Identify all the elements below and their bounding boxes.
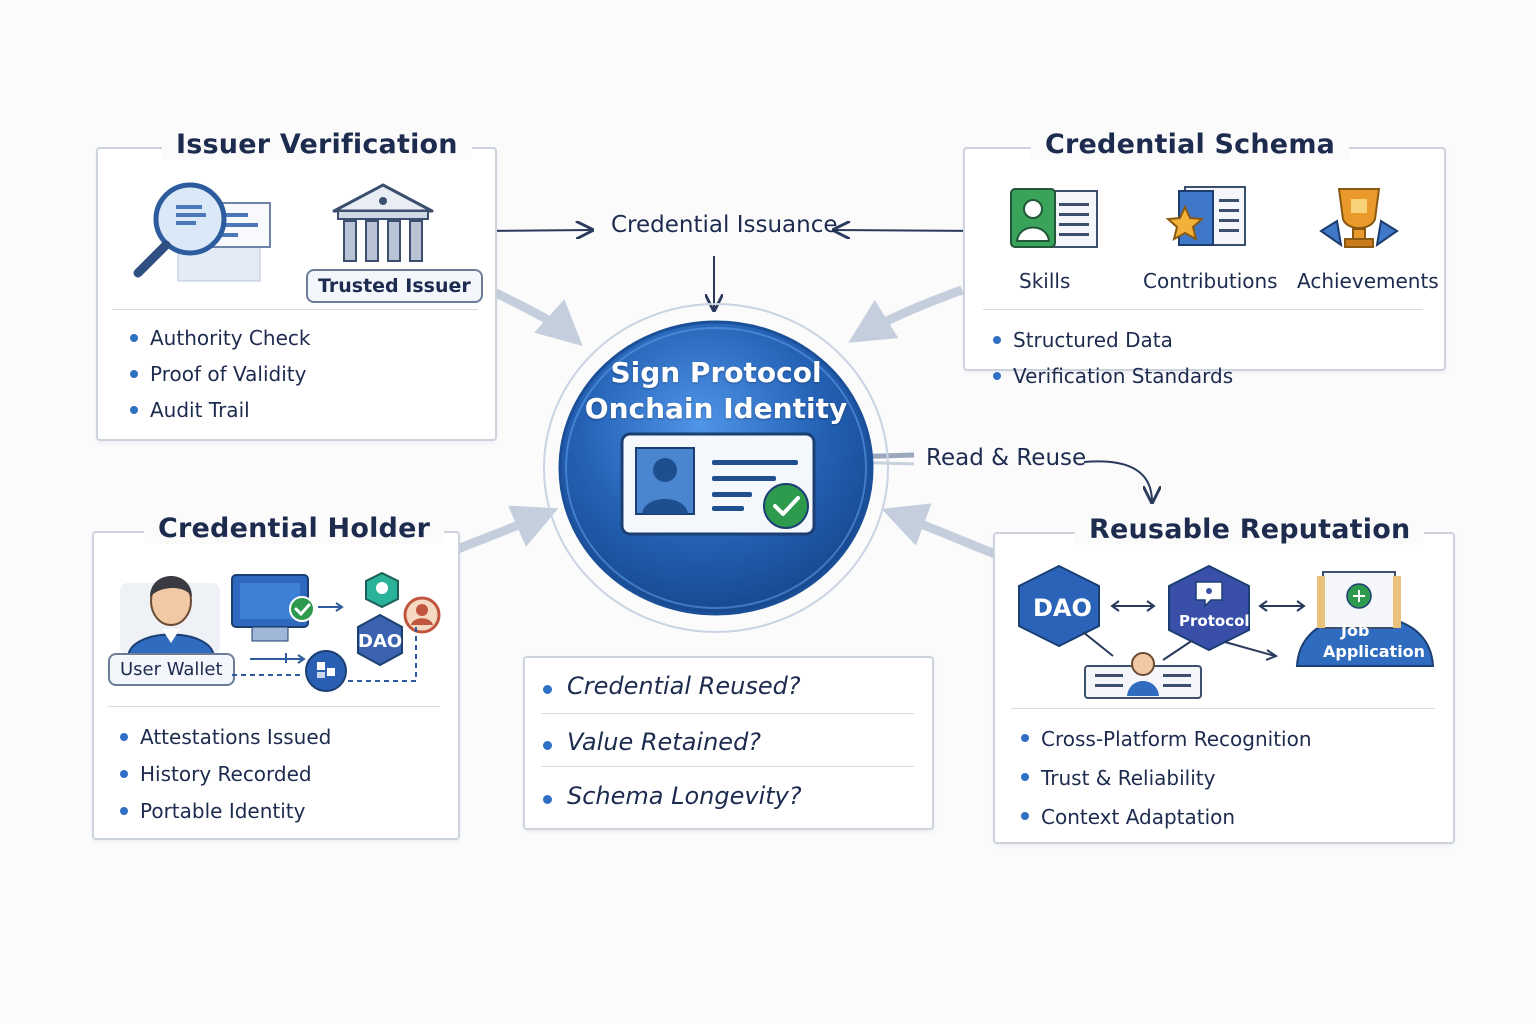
- list-item: Audit Trail: [128, 392, 310, 428]
- schema-divider: [983, 309, 1423, 310]
- user-wallet-tag: User Wallet: [108, 653, 235, 686]
- trophy-icon: [1319, 188, 1399, 248]
- credential-schema-title: Credential Schema: [1031, 129, 1350, 160]
- profile-card-icon: [1010, 188, 1098, 248]
- reputation-protocol-label: Protocol: [1179, 612, 1250, 630]
- list-item: Structured Data: [991, 322, 1173, 358]
- schema-item-contributions: Contributions: [1143, 269, 1278, 293]
- job-label-line1: Job: [1341, 621, 1370, 640]
- reputation-network-icon: [1018, 564, 1435, 699]
- question-bullet: [543, 795, 552, 804]
- holder-divider: [108, 706, 440, 707]
- user-avatar-icon: [120, 576, 220, 658]
- question-bullet: [543, 685, 552, 694]
- schema-bullets: Structured Data Verification Standards: [991, 322, 1444, 394]
- hub-title-line1: Sign Protocol: [610, 356, 822, 389]
- schema-item-skills: Skills: [1019, 269, 1071, 293]
- list-item: Portable Identity: [118, 793, 331, 830]
- question-divider: [541, 713, 914, 714]
- list-item: Cross-Platform Recognition: [1019, 720, 1312, 759]
- credential-holder-panel: Credential Holder User Wallet DAO Attes: [92, 513, 460, 840]
- trusted-issuer-tag: Trusted Issuer: [306, 269, 483, 303]
- question-bullet: [543, 741, 552, 750]
- identity-hub[interactable]: Sign Protocol Onchain Identity: [540, 300, 892, 636]
- credential-schema-panel: Credential Schema Skills Contributions A…: [963, 129, 1446, 388]
- issuer-verification-title: Issuer Verification: [162, 129, 472, 160]
- reusable-reputation-title: Reusable Reputation: [1075, 514, 1425, 545]
- question-schema-longevity: Schema Longevity?: [567, 782, 802, 810]
- schema-to-issuance-arrow: [834, 230, 985, 231]
- reputation-to-hub-arrow: [881, 503, 1002, 561]
- id-card-icon: [620, 432, 816, 536]
- question-divider: [541, 766, 914, 767]
- list-item: Authority Check: [128, 320, 310, 356]
- job-label-line2: Application: [1323, 642, 1426, 661]
- star-document-icon: [1165, 186, 1246, 246]
- list-item: Verification Standards: [991, 358, 1233, 394]
- list-item: Context Adaptation: [1019, 798, 1312, 837]
- holder-bullets: Attestations Issued History Recorded Por…: [118, 719, 331, 830]
- reputation-bullets: Cross-Platform Recognition Trust & Relia…: [1019, 720, 1312, 837]
- question-value-retained: Value Retained?: [567, 728, 762, 756]
- issuer-bullets: Authority Check Proof of Validity Audit …: [128, 320, 310, 428]
- credential-issuance-label: Credential Issuance: [611, 212, 838, 238]
- reuse-curve-arrow: [1083, 460, 1152, 502]
- reputation-dao-label: DAO: [1033, 594, 1092, 622]
- issuer-divider: [112, 309, 478, 310]
- list-item: Attestations Issued: [118, 719, 331, 756]
- schema-to-hub-arrow: [848, 285, 964, 343]
- issuer-to-hub-arrow: [491, 287, 583, 347]
- list-item: History Recorded: [118, 756, 331, 793]
- questions-panel: Credential Reused? Value Retained? Schem…: [523, 656, 934, 830]
- read-reuse-label: Read & Reuse: [926, 445, 1087, 471]
- hub-title-line2: Onchain Identity: [584, 392, 848, 425]
- credential-holder-title: Credential Holder: [144, 513, 445, 544]
- reusable-reputation-panel: Reusable Reputation DAO Protocol Job App…: [993, 514, 1455, 844]
- schema-item-achievements: Achievements: [1297, 269, 1439, 293]
- reputation-divider: [1011, 708, 1435, 709]
- question-credential-reused: Credential Reused?: [567, 672, 801, 700]
- bank-building-icon: [332, 183, 434, 262]
- issuer-verification-panel: Issuer Verification Trusted Issuer Autho…: [96, 129, 497, 441]
- list-item: Trust & Reliability: [1019, 759, 1312, 798]
- magnifier-document-icon: [133, 182, 271, 282]
- holder-dao-label: DAO: [358, 631, 403, 652]
- list-item: Proof of Validity: [128, 356, 310, 392]
- holder-network-icon: [231, 571, 441, 692]
